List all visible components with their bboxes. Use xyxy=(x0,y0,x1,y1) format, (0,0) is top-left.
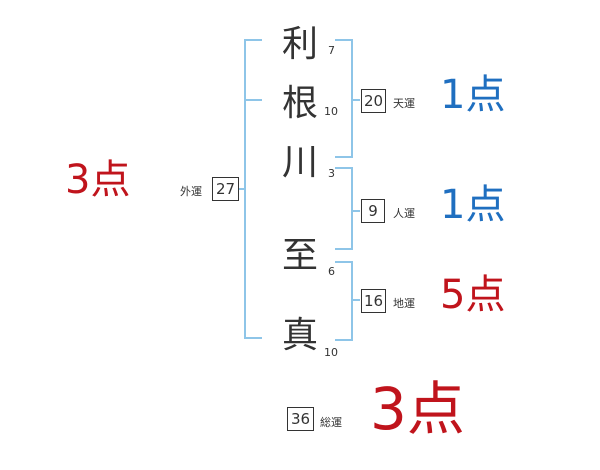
jinun-score: 1点 xyxy=(440,182,506,228)
surname-char-1-strokes: 7 xyxy=(328,44,335,57)
tenun-score: 1点 xyxy=(440,72,506,118)
tenun-label: 天運 xyxy=(393,97,415,110)
gaiun-label: 外運 xyxy=(180,185,202,198)
chiun-bracket xyxy=(335,261,353,341)
surname-char-1: 利 xyxy=(282,24,319,65)
given-char-2: 真 xyxy=(282,315,319,356)
jinun-label: 人運 xyxy=(393,207,415,220)
chiun-score: 5点 xyxy=(440,272,506,318)
tenun-bracket xyxy=(335,39,353,158)
jinun-bracket xyxy=(335,167,353,250)
gaiun-value-box: 27 xyxy=(212,177,239,201)
surname-char-3: 川 xyxy=(282,142,319,183)
given-char-1: 至 xyxy=(282,235,319,276)
souun-score: 3点 xyxy=(370,375,465,443)
souun-value-box: 36 xyxy=(287,407,314,431)
jinun-value-box: 9 xyxy=(361,199,385,223)
chiun-value-box: 16 xyxy=(361,289,386,313)
given-char-2-strokes: 10 xyxy=(324,346,338,359)
surname-char-2-strokes: 10 xyxy=(324,105,338,118)
surname-char-2: 根 xyxy=(282,83,319,124)
gaiun-bracket xyxy=(244,39,262,339)
chiun-label: 地運 xyxy=(393,297,415,310)
tenun-value-box: 20 xyxy=(361,89,386,113)
surname-char-3-strokes: 3 xyxy=(328,167,335,180)
gaiun-score: 3点 xyxy=(65,157,131,203)
souun-label: 総運 xyxy=(320,416,342,429)
given-char-1-strokes: 6 xyxy=(328,265,335,278)
